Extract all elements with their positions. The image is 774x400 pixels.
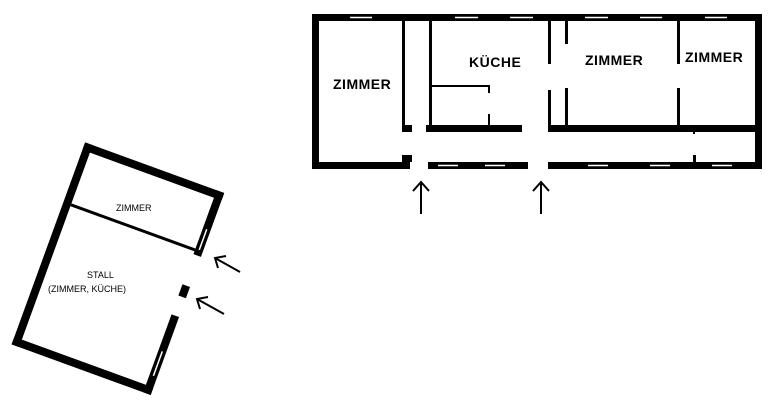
- entrance-arrow-upper: [213, 255, 241, 273]
- room-label-stall-sub: (ZIMMER, KÜCHE): [48, 284, 126, 294]
- room-label-zimmer-small: ZIMMER: [116, 203, 152, 213]
- room-label-kueche: KÜCHE: [469, 54, 521, 70]
- room-label-stall: STALL: [87, 270, 114, 280]
- entrance-arrow-lower: [195, 296, 225, 315]
- small-interior-wall: [70, 203, 196, 252]
- room-label-zimmer-right: ZIMMER: [685, 49, 743, 65]
- room-label-zimmer-middle: ZIMMER: [585, 52, 643, 68]
- small-windows: [152, 228, 208, 377]
- interior-walls: [402, 21, 756, 162]
- entrance-arrow-right: [532, 180, 550, 214]
- entrance-arrow-left: [412, 180, 430, 214]
- room-label-zimmer-left: ZIMMER: [333, 76, 391, 92]
- floor-plan-long-house: ZIMMER KÜCHE ZIMMER ZIMMER: [312, 14, 762, 214]
- floor-plan-small-house: ZIMMER STALL (ZIMMER, KÜCHE): [11, 142, 241, 396]
- small-outer-walls: [11, 142, 225, 396]
